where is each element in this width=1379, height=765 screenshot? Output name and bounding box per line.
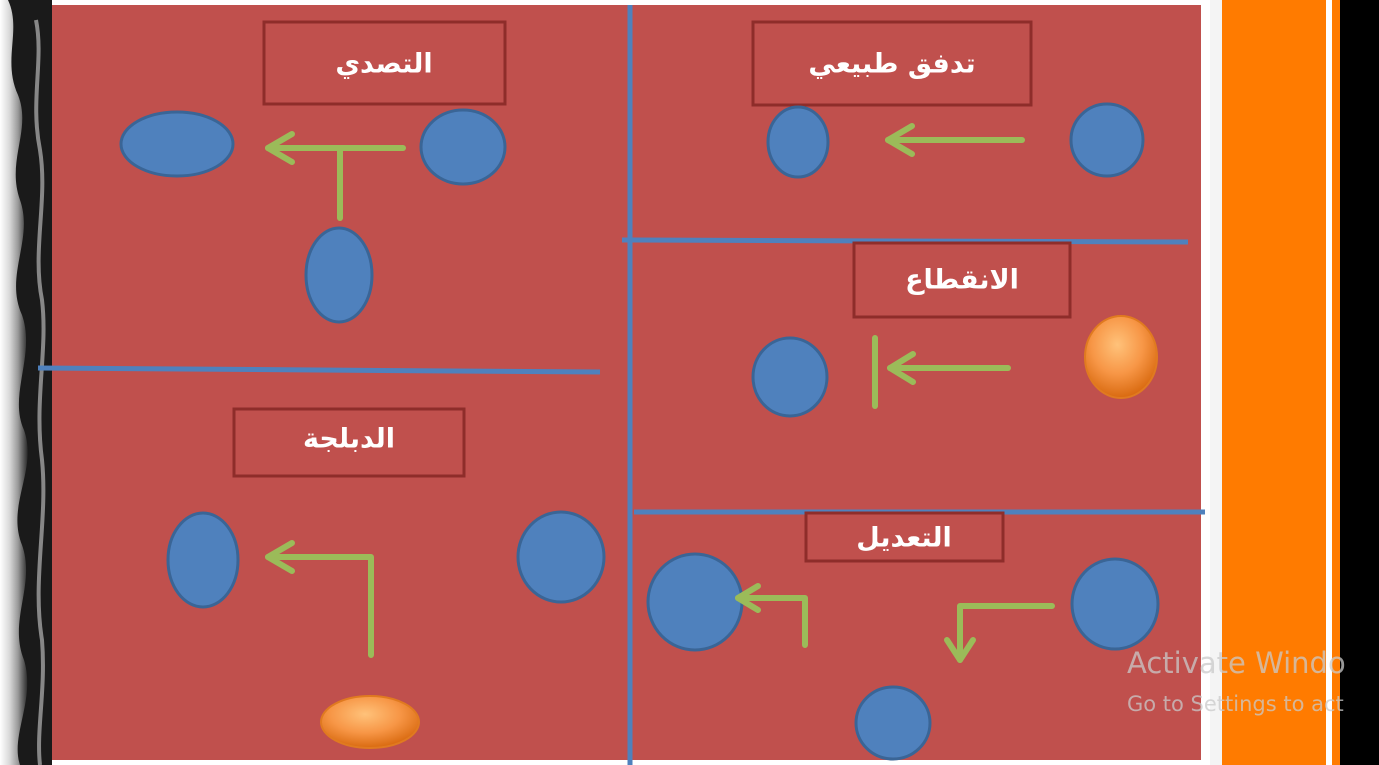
flow-arrow: [885, 123, 1025, 157]
horizontal-divider-right-top: [621, 237, 1189, 245]
receiver-node: [119, 110, 235, 178]
panel-modification: التعديل: [646, 511, 1160, 761]
right-side-bands: [1210, 0, 1379, 765]
activation-watermark: Activate Windo Go to Settings to act: [1127, 646, 1346, 716]
panel-interception: التصدي: [119, 20, 507, 324]
panel-fabrication: الدبلجة: [166, 407, 606, 749]
interception-label: التصدي: [335, 49, 432, 80]
horizontal-divider-left: [37, 365, 601, 375]
panel-interruption: الانقطاع: [751, 241, 1158, 418]
sender-node: [1069, 102, 1145, 178]
sender-node: [419, 108, 507, 186]
fabricator-node: [320, 695, 420, 749]
receiver-node: [646, 552, 744, 652]
divider-lines: [37, 5, 1205, 765]
flow-from-modifier-arrow: [735, 583, 808, 648]
normal-flow-label-box: [751, 20, 1033, 107]
fabrication-label: الدبلجة: [303, 424, 395, 455]
panel-area-left: [52, 5, 630, 760]
left-texture-strip: [0, 0, 52, 765]
interceptor-node: [304, 226, 374, 324]
interrupting-source-node: [1084, 315, 1158, 399]
interception-label-box: [262, 20, 507, 106]
sender-node: [516, 510, 606, 604]
flow-to-modifier-arrow: [944, 603, 1055, 663]
modification-label-box: [804, 511, 1005, 563]
fabricated-flow-arrow: [265, 540, 374, 658]
fabrication-label-box: [232, 407, 466, 478]
interruption-label: الانقطاع: [905, 265, 1019, 296]
panel-normal-flow: تدفق طبيعي: [751, 20, 1145, 179]
receiver-node: [766, 105, 830, 179]
watermark-line1: Activate Windo: [1127, 646, 1346, 680]
blocked-flow-arrow: [872, 335, 1011, 409]
intercepted-flow-arrow: [265, 131, 406, 221]
receiver-node: [751, 336, 829, 418]
sender-node: [1070, 557, 1160, 651]
receiver-node: [166, 511, 240, 609]
modifier-node: [854, 685, 932, 761]
watermark-line2: Go to Settings to act: [1127, 692, 1344, 716]
normal-flow-label: تدفق طبيعي: [808, 49, 975, 80]
interruption-label-box: [852, 241, 1072, 319]
modification-label: التعديل: [856, 523, 952, 554]
